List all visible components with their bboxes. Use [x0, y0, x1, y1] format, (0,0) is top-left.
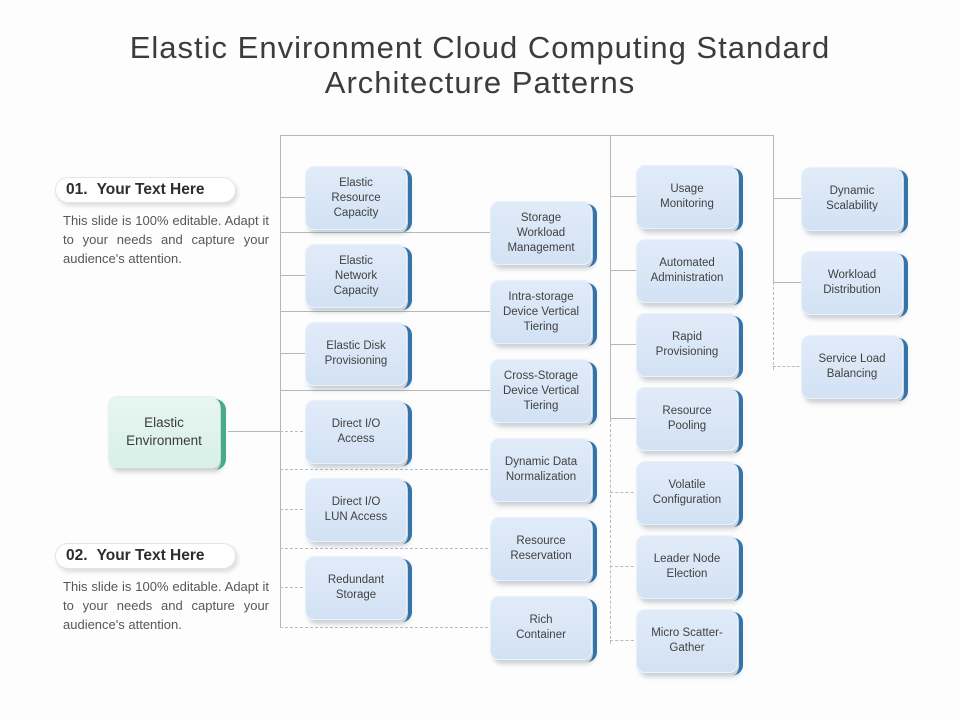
root-box-elastic-environment: Elastic Environment: [108, 396, 226, 470]
box-direct-io-lun-access: Direct I/O LUN Access: [305, 478, 412, 544]
box-label: Elastic Disk Provisioning: [324, 340, 388, 367]
connector-line: [610, 135, 611, 419]
box-resource-reservation: Resource Reservation: [490, 517, 597, 583]
connector-line: [280, 548, 493, 549]
box-elastic-disk-provisioning: Elastic Disk Provisioning: [305, 322, 412, 388]
connector-line: [280, 135, 281, 627]
box-rapid-provisioning: Rapid Provisioning: [636, 313, 743, 379]
box-dynamic-scalability: Dynamic Scalability: [801, 167, 908, 233]
box-label: Dynamic Data Normalization: [504, 456, 578, 483]
box-label: Cross-Storage Device Vertical Tiering: [502, 369, 580, 412]
box-label: Elastic Network Capacity: [333, 254, 379, 297]
connector-line: [280, 232, 490, 233]
box-label: Redundant Storage: [327, 574, 385, 601]
connector-line: [280, 469, 493, 470]
connector-line: [280, 627, 493, 628]
connector-line: [610, 492, 639, 493]
box-label: Storage Workload Management: [507, 211, 575, 254]
connector-line: [280, 311, 490, 312]
connector-line: [280, 135, 773, 136]
note-2-number: 02.: [66, 547, 88, 564]
connector-line: [610, 640, 639, 641]
box-label: Automated Administration: [650, 257, 724, 284]
connector-line: [610, 419, 611, 644]
box-usage-monitoring: Usage Monitoring: [636, 165, 743, 231]
box-workload-distribution: Workload Distribution: [801, 251, 908, 317]
note-1-heading: Your Text Here: [96, 181, 205, 198]
box-redundant-storage: Redundant Storage: [305, 556, 412, 622]
page-title-line1: Elastic Environment Cloud Computing Stan…: [129, 30, 831, 65]
box-elastic-resource-capacity: Elastic Resource Capacity: [305, 166, 412, 232]
connector-line: [610, 196, 636, 197]
box-resource-pooling: Resource Pooling: [636, 387, 743, 453]
note-1-heading-pill: 01. Your Text Here: [55, 177, 236, 203]
connector-line: [610, 566, 639, 567]
box-label: Intra-storage Device Vertical Tiering: [502, 290, 580, 333]
box-label: Rapid Provisioning: [655, 331, 719, 358]
connector-line: [773, 198, 801, 199]
connector-line: [228, 431, 280, 432]
connector-line: [773, 282, 774, 370]
box-label: Direct I/O LUN Access: [324, 496, 388, 523]
note-1-number: 01.: [66, 181, 88, 198]
connector-line: [280, 587, 308, 588]
connector-line: [773, 135, 774, 282]
note-2-heading: Your Text Here: [96, 547, 205, 564]
box-intra-storage-device-vertical-tiering: Intra-storage Device Vertical Tiering: [490, 280, 597, 346]
box-label: Dynamic Scalability: [826, 185, 878, 212]
box-service-load-balancing: Service Load Balancing: [801, 335, 908, 401]
box-direct-io-access: Direct I/O Access: [305, 400, 412, 466]
page-title: Elastic Environment Cloud Computing Stan…: [0, 30, 960, 100]
box-label: Workload Distribution: [823, 269, 881, 296]
box-label: Usage Monitoring: [660, 183, 714, 210]
root-box-label: Elastic Environment: [126, 415, 202, 448]
box-micro-scatter-gather: Micro Scatter- Gather: [636, 609, 743, 675]
box-label: Service Load Balancing: [818, 353, 886, 380]
box-label: Direct I/O Access: [331, 418, 381, 445]
box-label: Rich Container: [516, 614, 566, 641]
connector-line: [610, 418, 636, 419]
note-2-body: This slide is 100% editable. Adapt it to…: [63, 579, 269, 632]
box-label: Resource Pooling: [662, 405, 712, 432]
box-label: Micro Scatter- Gather: [651, 627, 723, 654]
box-label: Leader Node Election: [653, 553, 721, 580]
connector-line: [280, 431, 308, 432]
connector-line: [610, 270, 636, 271]
box-rich-container: Rich Container: [490, 596, 597, 662]
box-label: Volatile Configuration: [652, 479, 722, 506]
connector-line: [280, 390, 490, 391]
box-cross-storage-device-vertical-tiering: Cross-Storage Device Vertical Tiering: [490, 359, 597, 425]
connector-line: [773, 282, 801, 283]
page-title-line2: Architecture Patterns: [324, 65, 636, 100]
box-volatile-configuration: Volatile Configuration: [636, 461, 743, 527]
box-elastic-network-capacity: Elastic Network Capacity: [305, 244, 412, 310]
box-dynamic-data-normalization: Dynamic Data Normalization: [490, 438, 597, 504]
box-leader-node-election: Leader Node Election: [636, 535, 743, 601]
connector-line: [280, 509, 308, 510]
box-storage-workload-management: Storage Workload Management: [490, 201, 597, 267]
connector-line: [280, 353, 305, 354]
connector-line: [773, 366, 804, 367]
box-label: Elastic Resource Capacity: [331, 176, 381, 219]
note-2-heading-pill: 02. Your Text Here: [55, 543, 236, 569]
note-1-body: This slide is 100% editable. Adapt it to…: [63, 213, 269, 266]
connector-line: [280, 275, 305, 276]
box-label: Resource Reservation: [510, 535, 572, 562]
connector-line: [610, 344, 636, 345]
connector-line: [280, 197, 305, 198]
box-automated-administration: Automated Administration: [636, 239, 743, 305]
